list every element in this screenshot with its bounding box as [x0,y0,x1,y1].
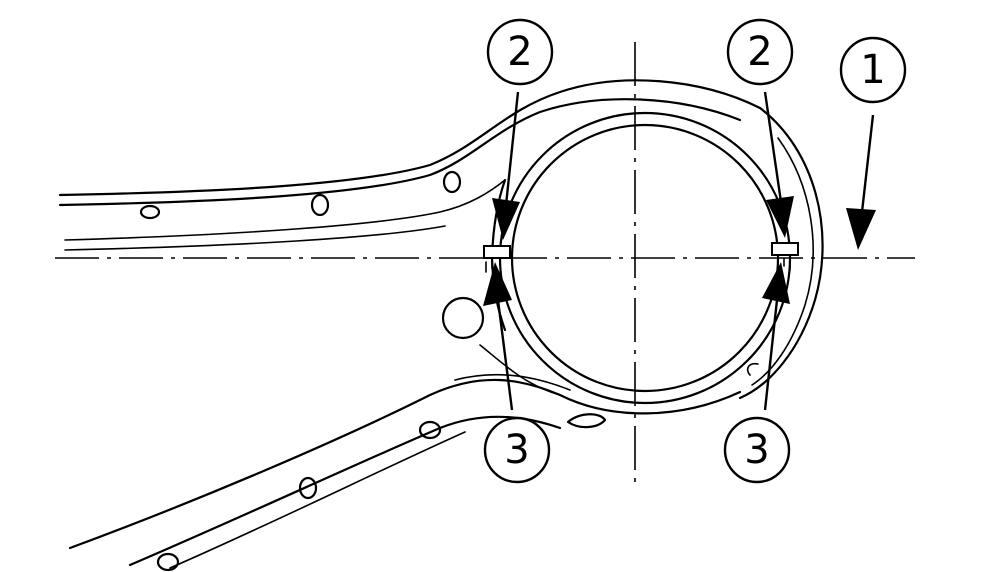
big-end-shoulder [479,344,561,396]
leader-arrows [483,91,876,411]
callout-part-3-left-label: 3 [504,427,529,473]
lower-arm-rib [169,431,466,569]
lower-arm-outer-edge [68,378,742,550]
callout-part-1-label: 1 [860,47,885,93]
callout-part-1: 1 [839,36,907,104]
upper-arm-hole-3 [442,170,462,194]
small-bore-circle [441,296,485,340]
arrow-3-left-head [483,262,512,306]
callout-part-3-right: 3 [723,416,791,484]
bearing-inner-circle [510,123,780,393]
arrow-1-shaft [860,114,875,213]
locating-tabs [483,242,799,273]
lower-arm-rib-2 [454,373,571,391]
upper-arm-hole-2 [310,193,330,217]
callout-part-2-right-label: 2 [747,29,772,75]
upper-arm-hole-1 [139,204,161,220]
arrow-2-right-head [766,196,794,238]
center-lines [55,42,915,490]
lower-arm-hole-2 [298,476,318,500]
upper-arm-outer-edge [58,79,762,197]
callout-part-2-left-circle [486,18,554,86]
callout-part-3-left-circle [483,416,551,484]
upper-arm [58,79,762,251]
callout-part-3-left: 3 [483,416,551,484]
callout-part-2-right-circle [726,18,794,86]
callout-part-2-left-label: 2 [507,29,532,75]
callout-part-3-right-label: 3 [744,427,769,473]
upper-arm-inner-edge [58,98,742,207]
lower-arm-oil-slot [566,413,607,429]
callout-part-2-left: 2 [486,18,554,86]
lower-arm-hole-1 [418,420,442,440]
right-tab-mark [783,257,791,271]
left-locating-tab [483,245,511,259]
callout-part-1-circle [839,36,907,104]
callout-part-3-right-circle [723,416,791,484]
big-end-outer-arc-inner [751,137,814,386]
upper-arm-rib [64,179,506,241]
arrow-2-left-head [492,198,520,240]
arrow-3-right-shaft [763,299,779,411]
callout-part-2-right: 2 [726,18,794,86]
arrow-2-right-shaft [763,91,783,203]
big-end-outer-arc [738,106,824,400]
right-locating-tab [771,242,799,256]
lower-arm-hole-3 [156,552,180,572]
upper-arm-rib-2 [64,225,446,251]
right-tab-tick [746,362,759,376]
left-tab-mark [485,261,493,273]
arrow-1-head [846,208,876,250]
arrow-3-right-head [762,262,790,304]
arrow-2-left-shaft [504,91,520,206]
callout-bubbles: 1 2 2 3 3 [483,18,907,484]
arrow-3-left-shaft [496,299,514,411]
